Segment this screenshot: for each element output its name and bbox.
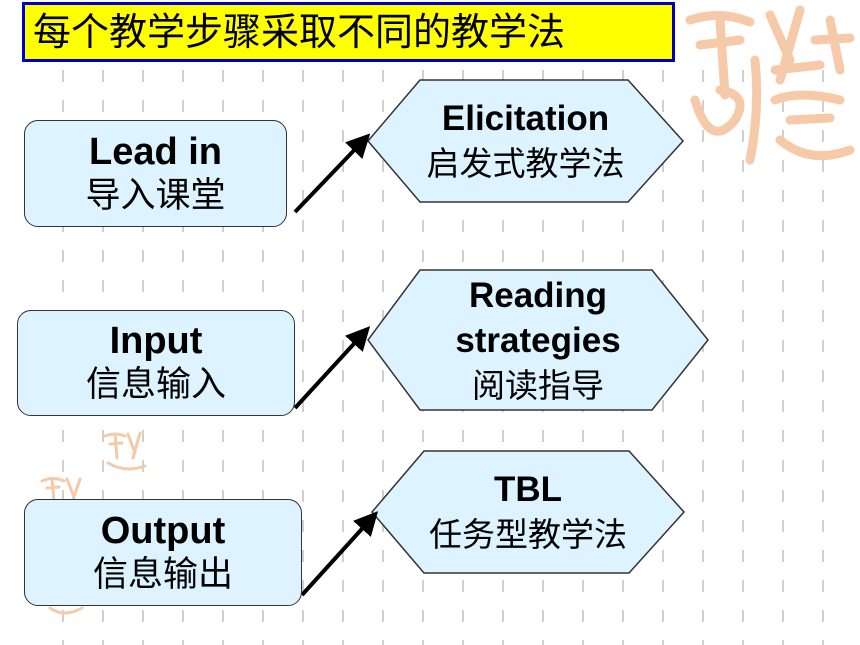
method-label-en-line2: strategies bbox=[455, 320, 621, 360]
arrow-output-to-tbl bbox=[300, 511, 379, 597]
step-box-input: Input 信息输入 bbox=[17, 310, 295, 416]
method-label-zh: 任务型教学法 bbox=[429, 515, 627, 554]
slide-title: 每个教学步骤采取不同的教学法 bbox=[22, 2, 675, 62]
step-label-zh: 信息输出 bbox=[92, 554, 233, 595]
arrow-lead-in-to-elicitation bbox=[293, 133, 371, 214]
method-reading-strategies: Reading strategies 阅读指导 bbox=[368, 270, 708, 410]
method-label-zh: 阅读指导 bbox=[472, 365, 604, 405]
method-elicitation: Elicitation 启发式教学法 bbox=[368, 80, 683, 202]
step-box-lead-in: Lead in 导入课堂 bbox=[24, 120, 287, 227]
small-seal-decoration-2 bbox=[40, 477, 82, 505]
arrow-input-to-reading bbox=[293, 326, 371, 410]
step-box-output: Output 信息输出 bbox=[24, 499, 302, 606]
step-label-en: Lead in bbox=[88, 130, 223, 173]
method-label-en: Elicitation bbox=[441, 99, 610, 138]
method-tbl: TBL 任务型教学法 bbox=[372, 451, 684, 573]
method-label-zh: 启发式教学法 bbox=[426, 144, 625, 183]
step-label-en: Output bbox=[100, 509, 226, 552]
calligraphy-seal-decoration bbox=[685, 5, 855, 165]
step-label-zh: 导入课堂 bbox=[85, 175, 226, 216]
method-label-en-line1: Reading bbox=[468, 275, 608, 315]
method-label-en: TBL bbox=[493, 470, 563, 509]
step-label-zh: 信息输入 bbox=[85, 365, 226, 405]
small-seal-decoration bbox=[103, 431, 147, 471]
step-label-en: Input bbox=[109, 320, 203, 362]
